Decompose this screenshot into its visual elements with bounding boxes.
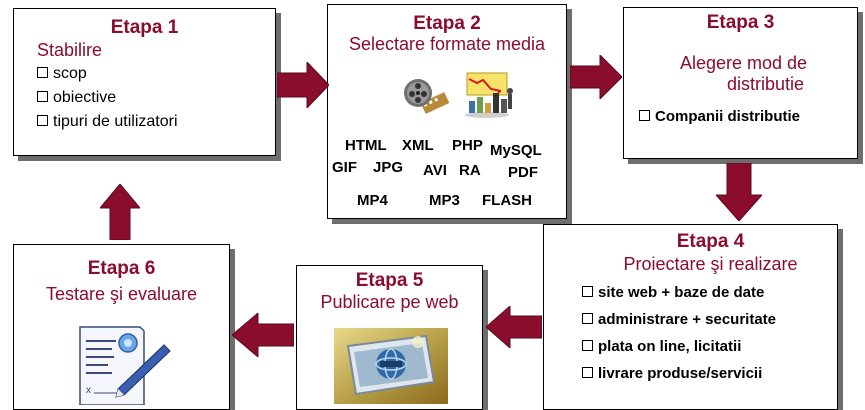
document-pen-icon: x	[79, 326, 171, 405]
stage-4-item: livrare produse/servicii	[582, 360, 837, 387]
stage-2-box: Etapa 2 Selectare formate media HTML XML…	[327, 4, 567, 219]
format-label: MySQL	[490, 142, 542, 159]
format-label: MP3	[429, 192, 460, 209]
checkbox-icon	[582, 313, 593, 324]
stage-6-box: Etapa 6 Testare şi evaluare x	[13, 244, 230, 410]
format-label: AVI	[423, 162, 447, 179]
stage-3-subtitle-line2: distributie	[726, 74, 805, 94]
globe-web-icon	[334, 328, 448, 404]
stage-4-item: site web + baze de date	[582, 279, 837, 306]
checkbox-icon	[639, 110, 650, 121]
stage-1-item: scop	[37, 62, 275, 86]
arrow-stage1-to-stage2	[277, 62, 329, 108]
arrow-stage4-to-stage5	[486, 306, 542, 348]
stage-6-subtitle: Testare şi evaluare	[45, 284, 198, 304]
format-label: FLASH	[482, 192, 532, 209]
stage-1-subtitle: Stabilire	[37, 40, 103, 60]
checkbox-icon	[582, 340, 593, 351]
format-label: JPG	[373, 159, 404, 176]
stage-3-item: Companii distributie	[639, 105, 857, 129]
svg-text:x: x	[86, 385, 91, 396]
format-label: PDF	[508, 164, 538, 181]
stage-4-subtitle: Proiectare şi realizare	[623, 254, 798, 274]
format-label: RA	[459, 162, 481, 179]
stage-5-box: Etapa 5 Publicare pe web	[296, 265, 483, 410]
stage-1-box: Etapa 1 Stabilire scop obiective tipuri …	[13, 8, 276, 156]
arrow-stage5-to-stage6	[232, 313, 294, 357]
format-label: GIF	[332, 159, 357, 176]
stage-1-title: Etapa 1	[110, 17, 179, 38]
arrow-stage6-to-stage1	[100, 184, 140, 240]
stage-5-title: Etapa 5	[355, 270, 424, 291]
stage-5-subtitle: Publicare pe web	[320, 292, 459, 312]
stage-3-subtitle-line1: Alegere mod de	[679, 53, 808, 73]
format-label: MP4	[357, 192, 388, 209]
stage-4-title: Etapa 4	[676, 231, 745, 252]
checkbox-icon	[37, 91, 48, 102]
format-label: HTML	[345, 137, 387, 154]
format-label: PHP	[452, 137, 483, 154]
stage-4-item: administrare + securitate	[582, 306, 837, 333]
checkbox-icon	[582, 286, 593, 297]
chart-icon	[465, 72, 513, 118]
stage-6-title: Etapa 6	[87, 258, 156, 279]
checkbox-icon	[582, 367, 593, 378]
arrow-stage3-to-stage4	[716, 163, 762, 221]
stage-2-subtitle: Selectare formate media	[348, 34, 546, 54]
stage-1-item: tipuri de utilizatori	[37, 110, 275, 134]
film-reel-icon	[404, 79, 450, 114]
stage-3-title: Etapa 3	[706, 12, 775, 33]
arrow-stage2-to-stage3	[570, 55, 622, 99]
stage-3-box: Etapa 3 Alegere mod de distributie Compa…	[623, 7, 858, 159]
stage-4-item: plata on line, licitatii	[582, 333, 837, 360]
checkbox-icon	[37, 67, 48, 78]
stage-4-box: Etapa 4 Proiectare şi realizare site web…	[543, 224, 838, 410]
format-label: XML	[402, 137, 434, 154]
stage-1-item: obiective	[37, 86, 275, 110]
stage-2-title: Etapa 2	[413, 13, 481, 34]
checkbox-icon	[37, 115, 48, 126]
